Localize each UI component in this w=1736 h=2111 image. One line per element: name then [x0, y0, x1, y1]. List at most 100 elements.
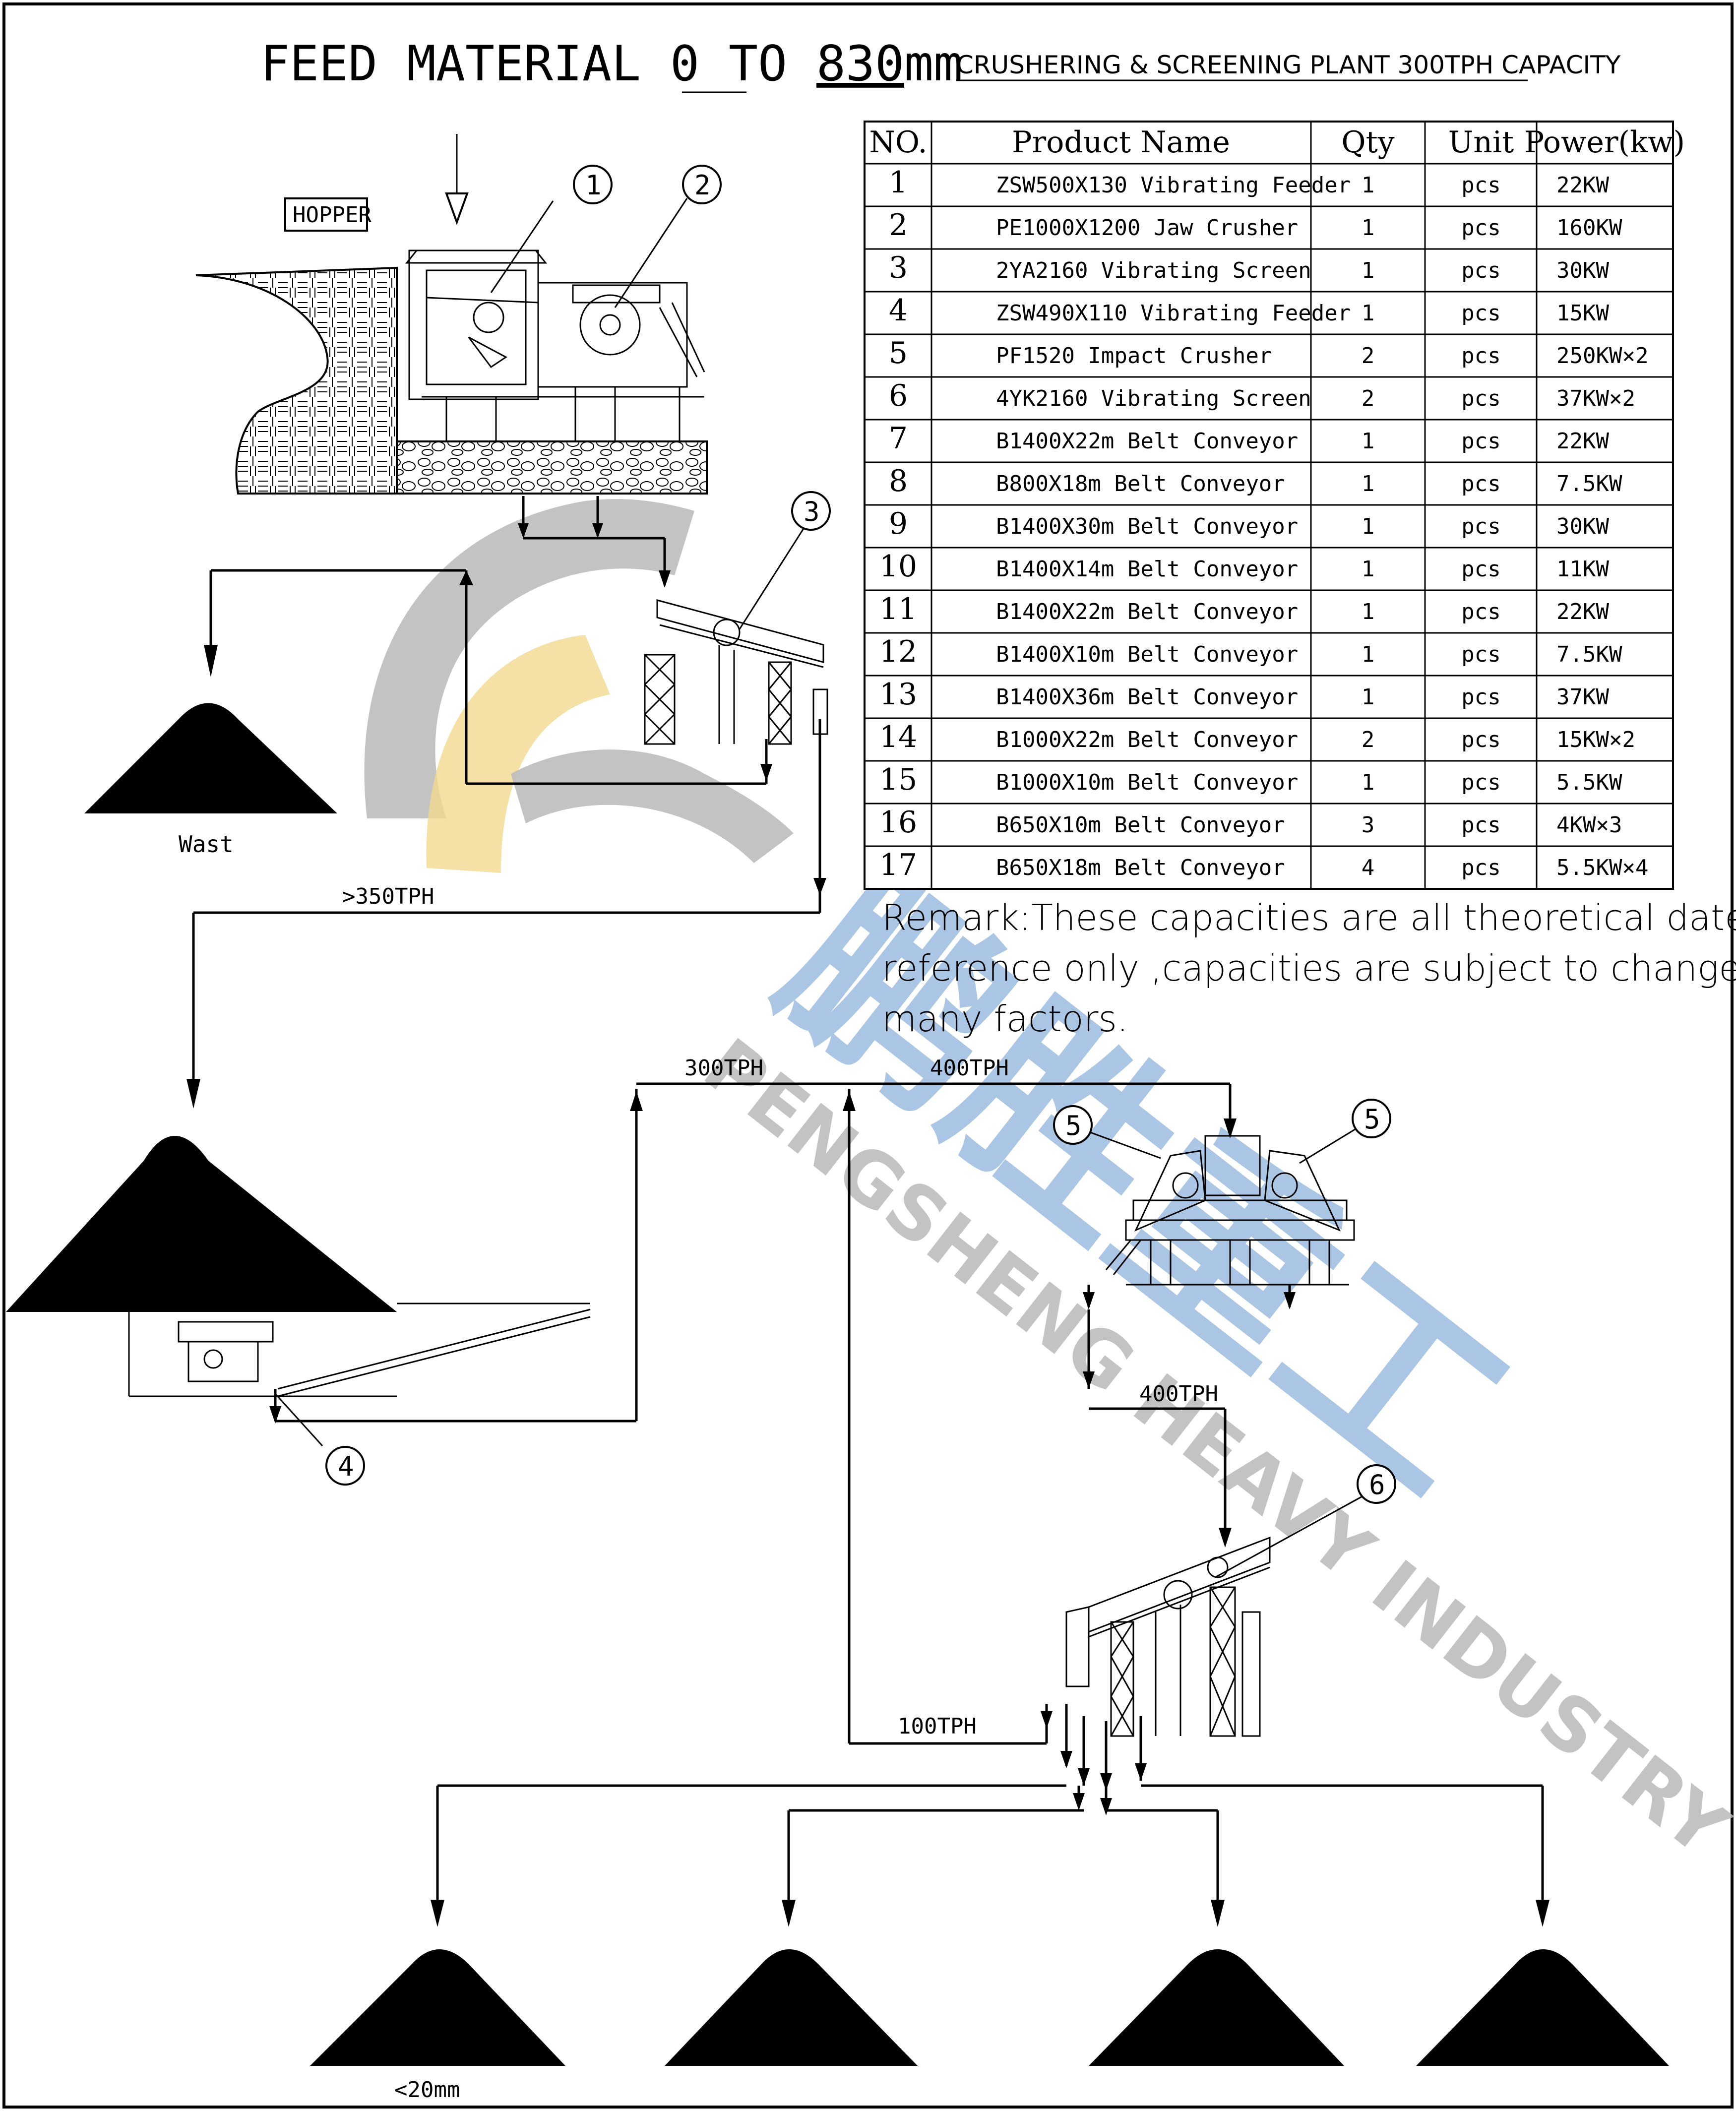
- callout-6: [1357, 1464, 1396, 1504]
- table-cell: 1: [1362, 684, 1375, 710]
- table-cell: 11: [879, 592, 917, 626]
- callout-1: [573, 165, 613, 204]
- watermark-swirl-gray: [364, 499, 694, 818]
- table-cell: pcs: [1461, 812, 1500, 838]
- table-cell: pcs: [1461, 215, 1500, 241]
- callout-6-number: 6: [1369, 1469, 1385, 1500]
- table-cell: 1: [1362, 215, 1375, 241]
- waste-label: Wast: [179, 831, 234, 858]
- table-cell: 12: [879, 634, 917, 669]
- table-header-cell: Qty: [1341, 125, 1394, 160]
- product-pile-3: [1089, 1949, 1344, 2066]
- watermark-swirl-gray-2: [511, 749, 794, 863]
- table-cell: 11KW: [1556, 557, 1609, 582]
- table-cell: pcs: [1461, 684, 1500, 710]
- product-distribution: [431, 1784, 1550, 1927]
- table-cell: 2: [1362, 727, 1375, 752]
- callout-5a-number: 5: [1065, 1110, 1082, 1141]
- remark-line-1: Remark:These capacities are all theoreti…: [882, 897, 1736, 938]
- table-cell: 15KW×2: [1556, 727, 1635, 752]
- table-cell: B1400X30m Belt Conveyor: [996, 514, 1298, 539]
- table-cell: 5.5KW×4: [1556, 855, 1648, 880]
- callout-5a: [1053, 1105, 1093, 1145]
- table-cell: 160KW: [1556, 215, 1622, 241]
- table-cell: ZSW500X130 Vibrating Feeder: [996, 173, 1351, 198]
- table-cell: 2YA2160 Vibrating Screen: [996, 258, 1311, 283]
- table-header-cell: Power(kw): [1524, 125, 1685, 160]
- table-cell: 1: [889, 165, 908, 200]
- table-cell: 1: [1362, 514, 1375, 539]
- tph-400-mid-label: 400TPH: [1139, 1381, 1218, 1407]
- table-cell: 9: [889, 506, 908, 541]
- table-cell: 10: [879, 549, 917, 584]
- flow-100tph-return: [843, 1089, 1053, 1745]
- callout-6-leader: [1215, 1494, 1364, 1578]
- table-cell: pcs: [1461, 514, 1500, 539]
- table-cell: 22KW: [1556, 173, 1609, 198]
- callout-4: [325, 1446, 365, 1486]
- table-cell: PE1000X1200 Jaw Crusher: [996, 215, 1298, 241]
- plant-title: CRUSHERING & SCREENING PLANT 300TPH CAPA…: [956, 51, 1621, 79]
- table-cell: 22KW: [1556, 599, 1609, 624]
- table-cell: pcs: [1461, 471, 1500, 497]
- callout-5b-leader: [1299, 1127, 1357, 1164]
- table-cell: 7.5KW: [1556, 471, 1622, 497]
- table-cell: 6: [889, 378, 908, 413]
- table-cell: 1: [1362, 429, 1375, 454]
- callout-5b: [1352, 1099, 1391, 1138]
- table-cell: 16: [879, 805, 917, 840]
- vibrating-screen-6: [1065, 1536, 1271, 1737]
- table-cell: pcs: [1461, 770, 1500, 795]
- feed-arrow: [445, 134, 469, 225]
- callout-2-number: 2: [694, 170, 711, 201]
- main-stockpile: [6, 1136, 397, 1312]
- remark-line-2: reference only ,capacities are subject t…: [882, 947, 1736, 989]
- callout-2-leader: [614, 198, 688, 308]
- flow-to-stockpile: [186, 719, 826, 1109]
- table-cell: 1: [1362, 642, 1375, 667]
- table-cell: 4KW×3: [1556, 812, 1622, 838]
- table-cell: B1400X22m Belt Conveyor: [996, 599, 1298, 624]
- table-cell: B1400X10m Belt Conveyor: [996, 642, 1298, 667]
- table-cell: 30KW: [1556, 258, 1609, 283]
- impact-crushers-5: [1105, 1135, 1355, 1286]
- product-pile-4: [1416, 1949, 1669, 2066]
- table-cell: 2: [889, 208, 908, 243]
- table-cell: 1: [1362, 770, 1375, 795]
- flow-to-waste: [204, 569, 772, 785]
- table-cell: 37KW: [1556, 684, 1609, 710]
- table-cell: pcs: [1461, 599, 1500, 624]
- callout-3-number: 3: [804, 496, 820, 527]
- table-cell: 2: [1362, 386, 1375, 411]
- table-cell: 1: [1362, 301, 1375, 326]
- table-cell: 4: [889, 293, 908, 328]
- table-cell: 5: [889, 336, 908, 371]
- table-cell: PF1520 Impact Crusher: [996, 343, 1272, 369]
- table-cell: 2: [1362, 343, 1375, 369]
- flow-to-screen-3: [518, 496, 671, 588]
- table-cell: pcs: [1461, 343, 1500, 369]
- table-cell: 22KW: [1556, 429, 1609, 454]
- tph-400-top-label: 400TPH: [930, 1056, 1009, 1081]
- table-cell: 17: [879, 848, 917, 882]
- hopper-label: HOPPER: [293, 202, 372, 228]
- table-cell: 1: [1362, 173, 1375, 198]
- table-cell: B650X18m Belt Conveyor: [996, 855, 1285, 880]
- hopper-label-box: [284, 197, 368, 232]
- screen-6-outlets: [1060, 1704, 1147, 1815]
- table-header-cell: Product Name: [1012, 125, 1230, 160]
- vibrating-screen-3: [644, 599, 828, 745]
- table-cell: B1400X36m Belt Conveyor: [996, 684, 1298, 710]
- product-pile-1: [310, 1949, 565, 2066]
- table-cell: 14: [879, 720, 917, 754]
- table-cell: 1: [1362, 258, 1375, 283]
- table-cell: 1: [1362, 557, 1375, 582]
- callout-3: [791, 491, 831, 531]
- feed-material-title: FEED MATERIAL 0 TO 830mm: [260, 36, 963, 92]
- table-header-cell: Unit: [1448, 125, 1514, 160]
- table-cell: 37KW×2: [1556, 386, 1635, 411]
- callout-5b-number: 5: [1364, 1104, 1380, 1135]
- hopper-pit: [195, 266, 708, 495]
- tph-300-label: 300TPH: [684, 1056, 763, 1081]
- table-cell: 15KW: [1556, 301, 1609, 326]
